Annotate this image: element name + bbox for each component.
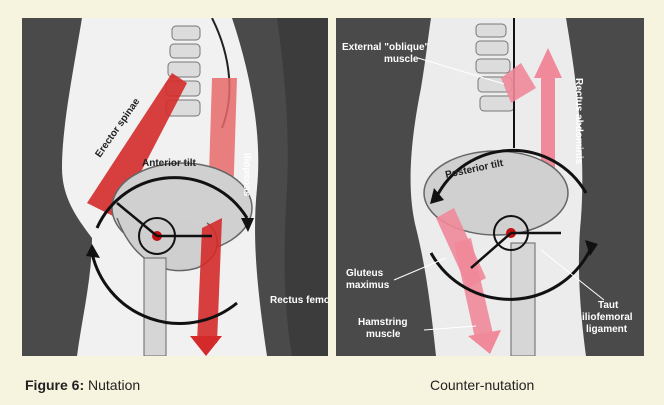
rectus-abdominis-label: Rectus abdominis [573, 78, 584, 165]
figure-number: Figure 6: [25, 377, 84, 393]
iliopsoas-label: Iliopsoas [241, 153, 252, 197]
taut-ligament-label: Taut [598, 300, 619, 311]
rectus-femoris-label: Rectus femoris [270, 295, 328, 306]
hamstring-label-line2: muscle [366, 329, 401, 340]
taut-ligament-label-line2: iliofemoral [582, 312, 633, 323]
counter-nutation-illustration: External "oblique" muscle Rectus abdomin… [336, 18, 644, 356]
gluteus-label: Gluteus [346, 268, 384, 279]
figure-caption-right: Counter-nutation [430, 377, 534, 393]
anterior-tilt-label: Anterior tilt [142, 158, 197, 169]
hamstring-label: Hamstring [358, 317, 407, 328]
nutation-illustration: Erector spinae Anterior tilt Iliopsoas R… [22, 18, 328, 356]
counter-nutation-svg: External "oblique" muscle Rectus abdomin… [336, 18, 644, 356]
figure-caption-left: Figure 6: Nutation [25, 377, 140, 393]
gluteus-label-line2: maximus [346, 280, 390, 291]
external-oblique-label-line2: muscle [384, 54, 419, 65]
taut-ligament-label-line3: ligament [586, 324, 628, 335]
nutation-caption: Nutation [88, 377, 140, 393]
external-oblique-label: External "oblique" [342, 42, 430, 53]
nutation-svg: Erector spinae Anterior tilt Iliopsoas R… [22, 18, 328, 356]
